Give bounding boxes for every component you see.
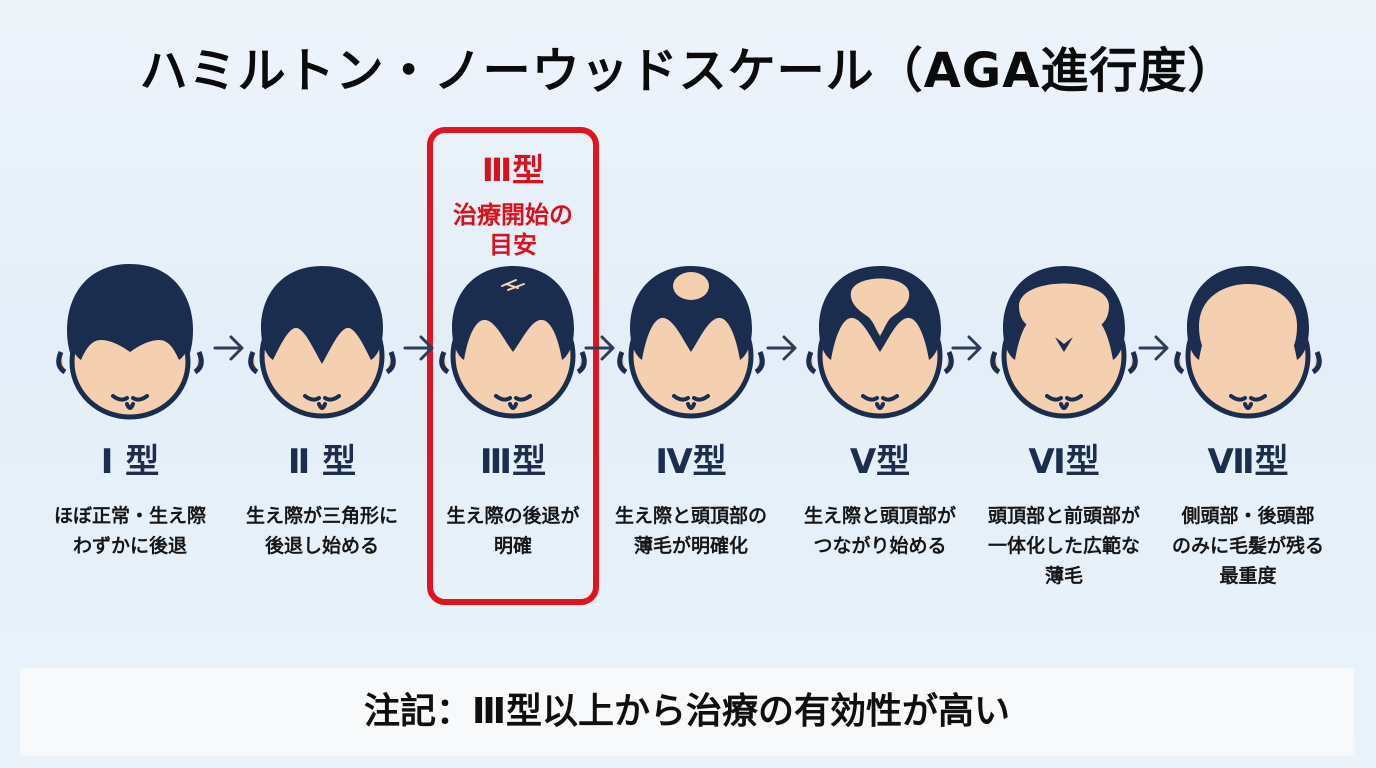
stage-1-description: ほぼ正常・生え際 わずかに後退: [53, 505, 206, 557]
arrow-right-icon: [951, 335, 982, 361]
stage-7-label: Ⅶ型: [1207, 442, 1289, 482]
stage-5-label: Ⅴ型: [849, 442, 911, 482]
head-stage-4-icon: [617, 266, 765, 419]
stage-7-description: 側頭部・後頭部 のみに毛髪が残る 最重度: [1171, 505, 1324, 587]
note-text: 注記：Ⅲ型以上から治療の有効性が高い: [363, 691, 1011, 732]
stage-4-description: 生え際と頭頂部の 薄毛が明確化: [614, 505, 767, 557]
stage-6-description: 頭頂部と前頭部が 一体化した広範な 薄毛: [987, 505, 1140, 587]
arrow-right-icon: [766, 335, 797, 361]
head-stage-2-icon: [248, 266, 396, 419]
recommended-stage-frame: [427, 127, 599, 605]
stage-2-label: Ⅱ 型: [287, 442, 357, 482]
arrow-right-icon: [584, 335, 615, 361]
stage-4-label: Ⅳ型: [655, 442, 727, 482]
stage-2-description: 生え際が三角形に 後退し始める: [245, 505, 398, 557]
note-panel: [20, 668, 1354, 756]
arrow-right-icon: [403, 335, 434, 361]
arrow-right-icon: [1138, 335, 1169, 361]
head-stage-3-icon: [439, 266, 587, 419]
stage-5-description: 生え際と頭頂部が つながり始める: [803, 505, 956, 557]
stage-3-label: Ⅲ型: [479, 442, 547, 482]
highlight-label: Ⅲ型: [481, 151, 545, 189]
page-title: ハミルトン・ノーウッドスケール（AGA進行度）: [139, 43, 1237, 99]
head-stage-7-icon: [1174, 266, 1322, 419]
head-stage-5-icon: [806, 266, 954, 419]
stage-1-label: Ⅰ 型: [100, 442, 160, 482]
stage-3-description: 生え際の後退が 明確: [446, 505, 580, 557]
arrow-right-icon: [213, 335, 244, 361]
head-stage-6-icon: [990, 266, 1138, 419]
highlight-subtitle: 治療開始の 目安: [453, 201, 573, 259]
head-stage-1-icon: [56, 264, 204, 420]
stage-6-label: Ⅵ型: [1028, 442, 1100, 482]
